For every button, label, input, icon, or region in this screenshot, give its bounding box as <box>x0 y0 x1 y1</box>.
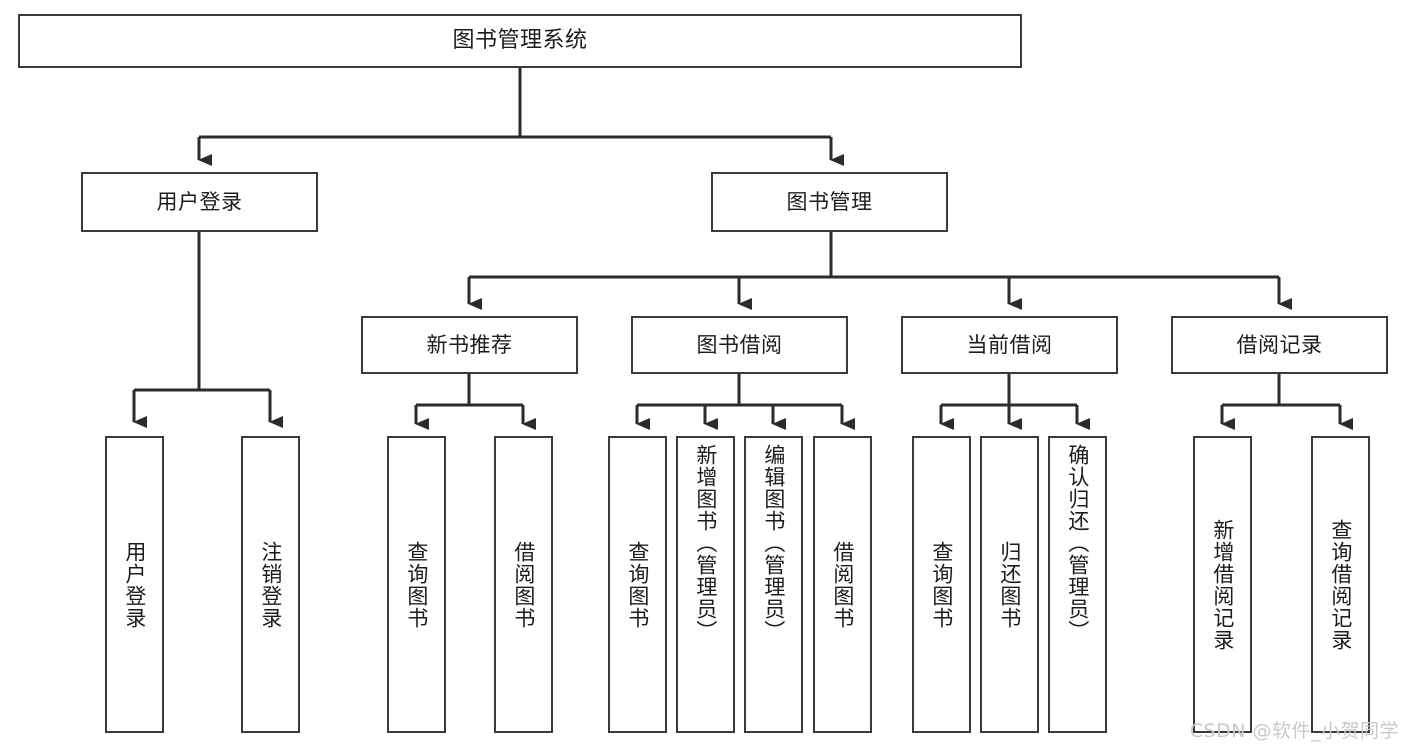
node-leaf-query-book-1[interactable]: 查询图书 <box>387 436 446 733</box>
node-borrow-record-label: 借阅记录 <box>1236 332 1323 357</box>
node-root[interactable]: 图书管理系统 <box>18 14 1022 68</box>
node-current-borrow-label: 当前借阅 <box>966 332 1053 357</box>
node-leaf-return-book[interactable]: 归还图书 <box>980 436 1039 733</box>
node-leaf-user-logout-label: 注销登录 <box>258 540 283 629</box>
node-leaf-confirm-return[interactable]: 确认归还（管理员） <box>1048 436 1107 733</box>
node-leaf-query-book-1-label: 查询图书 <box>404 540 429 629</box>
node-borrow-record[interactable]: 借阅记录 <box>1171 316 1388 374</box>
node-leaf-user-login[interactable]: 用户登录 <box>105 436 164 733</box>
node-leaf-edit-book[interactable]: 编辑图书（管理员） <box>744 436 803 733</box>
node-leaf-borrow-book-1[interactable]: 借阅图书 <box>494 436 553 733</box>
node-book-manage[interactable]: 图书管理 <box>711 172 948 232</box>
node-leaf-edit-book-label: 编辑图书（管理员） <box>761 444 786 642</box>
node-leaf-query-record-label: 查询借阅记录 <box>1328 518 1353 651</box>
node-leaf-query-record[interactable]: 查询借阅记录 <box>1311 436 1370 733</box>
node-leaf-return-book-label: 归还图书 <box>997 540 1022 629</box>
node-user-login-label: 用户登录 <box>156 189 243 214</box>
node-leaf-user-logout[interactable]: 注销登录 <box>241 436 300 733</box>
node-leaf-add-book-label: 新增图书（管理员） <box>693 444 718 642</box>
watermark-text: CSDN @软件_小贺同学 <box>1189 720 1399 742</box>
node-new-book-rec[interactable]: 新书推荐 <box>361 316 578 374</box>
node-leaf-query-book-3-label: 查询图书 <box>929 540 954 629</box>
node-book-borrow[interactable]: 图书借阅 <box>631 316 848 374</box>
node-root-label: 图书管理系统 <box>452 28 588 54</box>
node-book-manage-label: 图书管理 <box>786 189 873 214</box>
node-leaf-add-book[interactable]: 新增图书（管理员） <box>676 436 735 733</box>
node-leaf-confirm-return-label: 确认归还（管理员） <box>1065 444 1090 642</box>
node-leaf-query-book-2-label: 查询图书 <box>625 540 650 629</box>
node-leaf-query-book-3[interactable]: 查询图书 <box>912 436 971 733</box>
node-current-borrow[interactable]: 当前借阅 <box>901 316 1118 374</box>
node-new-book-rec-label: 新书推荐 <box>426 332 513 357</box>
node-leaf-borrow-book-2[interactable]: 借阅图书 <box>813 436 872 733</box>
node-user-login[interactable]: 用户登录 <box>81 172 318 232</box>
node-leaf-query-book-2[interactable]: 查询图书 <box>608 436 667 733</box>
node-leaf-user-login-label: 用户登录 <box>122 540 147 629</box>
node-leaf-add-record-label: 新增借阅记录 <box>1210 518 1235 651</box>
node-book-borrow-label: 图书借阅 <box>696 332 783 357</box>
node-leaf-borrow-book-1-label: 借阅图书 <box>511 540 536 629</box>
node-leaf-borrow-book-2-label: 借阅图书 <box>830 540 855 629</box>
node-leaf-add-record[interactable]: 新增借阅记录 <box>1193 436 1252 733</box>
